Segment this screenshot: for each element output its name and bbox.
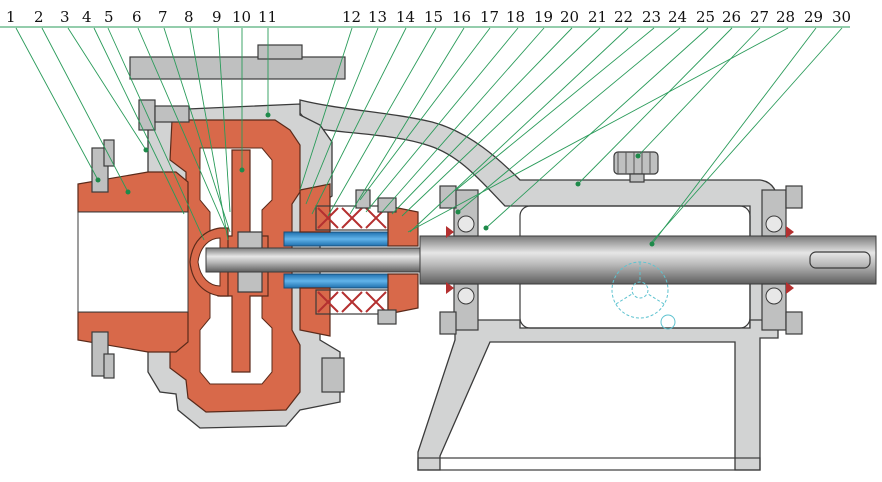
part-label-13: 13 (368, 8, 387, 26)
part-label-26: 26 (722, 8, 741, 26)
part-label-7: 7 (158, 8, 168, 26)
part-label-11: 11 (258, 8, 277, 26)
inlet-nozzle (77, 139, 189, 379)
part-label-28: 28 (776, 8, 795, 26)
part-label-25: 25 (696, 8, 715, 26)
part-label-27: 27 (750, 8, 769, 26)
oil-sight-glass (611, 261, 676, 330)
leader-lines (0, 26, 850, 247)
bearing-frame (129, 44, 779, 471)
part-label-3: 3 (60, 8, 70, 26)
part-label-18: 18 (506, 8, 525, 26)
bearings (439, 185, 803, 335)
shaft-sleeve (283, 231, 389, 289)
part-label-12: 12 (342, 8, 361, 26)
part-label-22: 22 (614, 8, 633, 26)
part-number-labels: 1 2 3 4 5 6 7 8 9 10 11 12 13 14 15 16 1… (6, 8, 851, 26)
part-label-2: 2 (34, 8, 44, 26)
part-label-20: 20 (560, 8, 579, 26)
part-label-24: 24 (668, 8, 687, 26)
part-label-30: 30 (832, 8, 851, 26)
part-label-10: 10 (232, 8, 251, 26)
part-label-16: 16 (452, 8, 471, 26)
part-label-29: 29 (804, 8, 823, 26)
part-label-19: 19 (534, 8, 553, 26)
part-label-17: 17 (480, 8, 499, 26)
part-label-5: 5 (104, 8, 114, 26)
part-label-4: 4 (82, 8, 92, 26)
part-label-1: 1 (6, 8, 16, 26)
part-label-23: 23 (642, 8, 661, 26)
part-label-15: 15 (424, 8, 443, 26)
part-label-14: 14 (396, 8, 415, 26)
oil-filler-cap (613, 151, 659, 183)
part-label-9: 9 (212, 8, 222, 26)
part-label-21: 21 (588, 8, 607, 26)
part-label-6: 6 (132, 8, 142, 26)
pump-shaft (205, 235, 877, 285)
part-label-8: 8 (184, 8, 194, 26)
